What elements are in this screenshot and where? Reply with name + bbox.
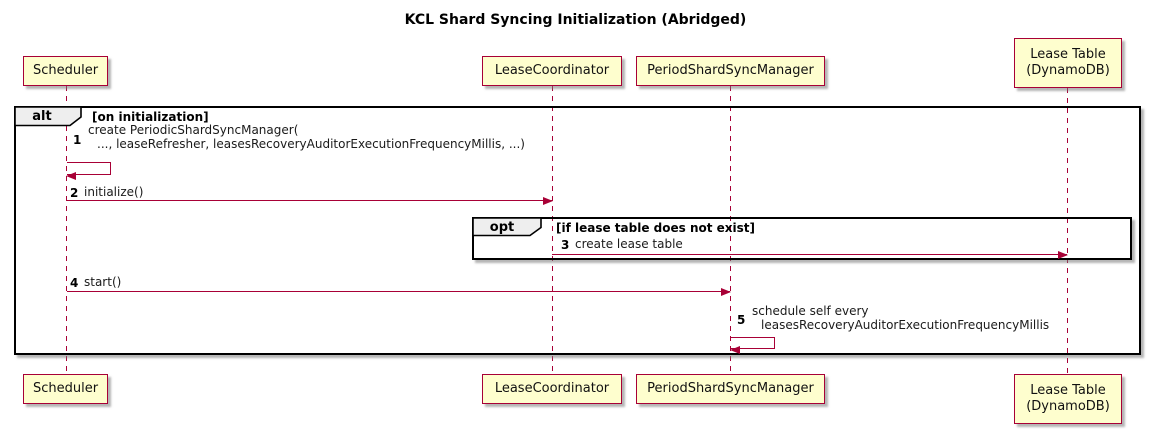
opt-frame: opt [if lease table does not exist] [472, 217, 1132, 260]
message-2-arrow [67, 197, 553, 205]
message-5-line1: schedule self every [752, 304, 869, 318]
participant-leasetable-top: Lease Table (DynamoDB) [1014, 38, 1122, 88]
message-3-text: create lease table [575, 237, 683, 251]
participant-label-line1: Lease Table [1030, 383, 1106, 398]
diagram-title: KCL Shard Syncing Initialization (Abridg… [404, 12, 747, 28]
lifeline-leasecoordinator [552, 86, 553, 374]
message-1-self-arrow [66, 162, 111, 180]
message-5-text: schedule self every leasesRecoveryAudito… [752, 304, 1050, 332]
participant-leasecoordinator-bottom: LeaseCoordinator [482, 374, 622, 404]
participant-leasetable-bottom: Lease Table (DynamoDB) [1014, 374, 1122, 424]
opt-condition: [if lease table does not exist] [556, 221, 756, 235]
message-4-arrow [67, 288, 731, 296]
participant-scheduler-top: Scheduler [23, 56, 108, 86]
alt-frame-label-pentagon [15, 107, 82, 127]
message-5-self-arrow [730, 337, 775, 354]
message-1-line2: ..., leaseRefresher, leasesRecoveryAudit… [97, 136, 525, 151]
message-2-number: 2 [70, 186, 79, 200]
participant-label: Scheduler [32, 381, 99, 396]
message-5-line2: leasesRecoveryAuditorExecutionFrequencyM… [761, 317, 1050, 332]
opt-keyword: opt [489, 220, 515, 235]
message-1-text: create PeriodicShardSyncManager( ..., le… [88, 123, 525, 151]
participant-label-line2: (DynamoDB) [1026, 399, 1110, 414]
message-2-text: initialize() [84, 185, 144, 199]
participant-label-line2: (DynamoDB) [1026, 63, 1110, 78]
alt-keyword: alt [32, 109, 52, 124]
participant-scheduler-bottom: Scheduler [23, 374, 108, 404]
arrowhead-right-icon [1058, 251, 1068, 259]
lifeline-scheduler [66, 86, 67, 374]
participant-label-line1: Lease Table [1030, 47, 1106, 62]
message-5-number: 5 [737, 313, 746, 327]
message-1-number: 1 [73, 133, 82, 147]
alt-frame: alt [on initialization] [14, 106, 1141, 355]
message-4-text: start() [84, 275, 122, 289]
arrowhead-right-icon [721, 288, 731, 296]
arrowhead-left-icon [730, 345, 740, 354]
participant-periodshardsyncmanager-bottom: PeriodShardSyncManager [636, 374, 825, 404]
message-1-line1: create PeriodicShardSyncManager( [88, 123, 299, 137]
lifeline-leasetable [1067, 88, 1068, 374]
message-4-number: 4 [70, 276, 79, 290]
message-3-number: 3 [561, 238, 570, 252]
participant-label: Scheduler [32, 63, 99, 78]
arrowhead-left-icon [66, 171, 76, 180]
participant-leasecoordinator-top: LeaseCoordinator [482, 56, 622, 86]
participant-periodshardsyncmanager-top: PeriodShardSyncManager [636, 56, 825, 86]
participant-label: LeaseCoordinator [494, 381, 610, 396]
opt-frame-label-pentagon [473, 218, 542, 237]
participant-label: PeriodShardSyncManager [647, 63, 814, 78]
alt-condition: [on initialization] [92, 110, 209, 124]
participant-label: LeaseCoordinator [494, 63, 610, 78]
message-3-arrow [552, 251, 1068, 259]
arrowhead-right-icon [543, 197, 553, 205]
participant-label: PeriodShardSyncManager [647, 381, 814, 396]
lifeline-periodshardsyncmanager [730, 86, 731, 374]
